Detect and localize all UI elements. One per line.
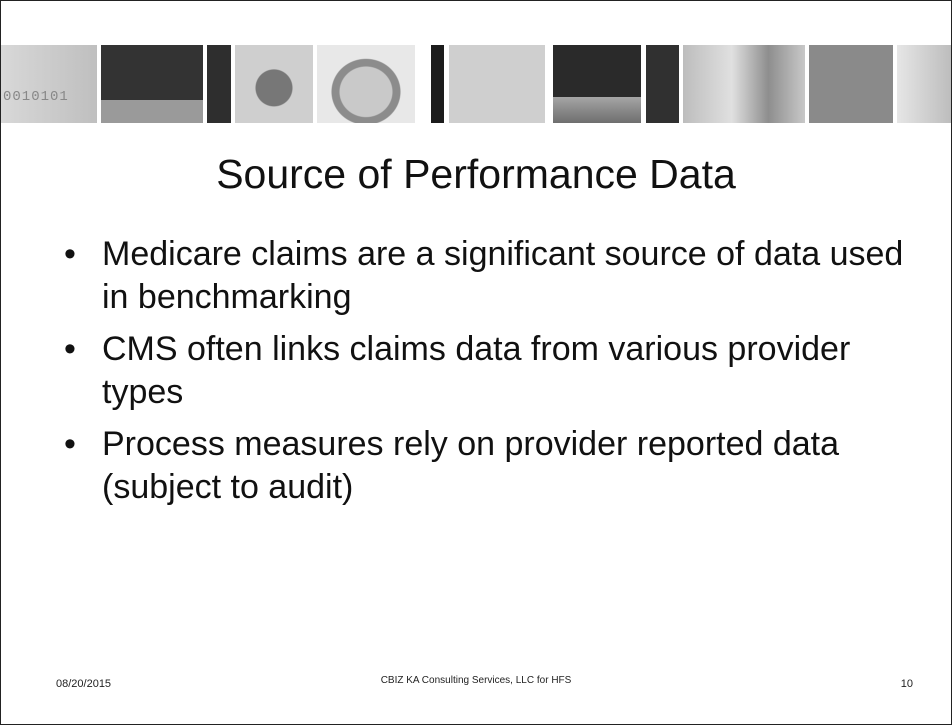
- banner-block-light: [449, 45, 545, 123]
- bullet-dot-icon: •: [64, 425, 76, 463]
- banner-block-medium-2: [809, 45, 893, 123]
- bullet-item: • CMS often links claims data from vario…: [56, 328, 926, 414]
- bullet-list: • Medicare claims are a significant sour…: [56, 233, 926, 518]
- binary-text: 0010101: [3, 89, 69, 105]
- bullet-dot-icon: •: [64, 330, 76, 368]
- banner-block-dark-3: [646, 45, 679, 123]
- slide-title: Source of Performance Data: [216, 151, 736, 197]
- footer-date: 08/20/2015: [56, 678, 112, 690]
- footer-page-number: 10: [900, 678, 913, 690]
- photo-woman-library: [235, 45, 313, 123]
- banner-gap-light: [313, 45, 317, 123]
- banner-strip: [101, 100, 203, 123]
- photo-books: [553, 97, 641, 123]
- banner-bar-black: [431, 45, 444, 123]
- photo-test-tube: [897, 45, 951, 123]
- bullet-text: Medicare claims are a significant source…: [102, 235, 904, 316]
- header-banner: 0010101: [1, 45, 951, 123]
- bullet-text: CMS often links claims data from various…: [102, 330, 851, 411]
- bullet-item: • Process measures rely on provider repo…: [56, 423, 926, 509]
- banner-block-medium: [207, 45, 231, 123]
- binary-photo-tile: 0010101: [1, 45, 97, 123]
- footer-organization: CBIZ KA Consulting Services, LLC for HFS: [380, 675, 572, 686]
- bullet-item: • Medicare claims are a significant sour…: [56, 233, 926, 319]
- photo-nurse: [317, 45, 415, 123]
- bullet-text: Process measures rely on provider report…: [102, 425, 840, 506]
- photo-lab-workers: [683, 45, 805, 123]
- bullet-dot-icon: •: [64, 235, 76, 273]
